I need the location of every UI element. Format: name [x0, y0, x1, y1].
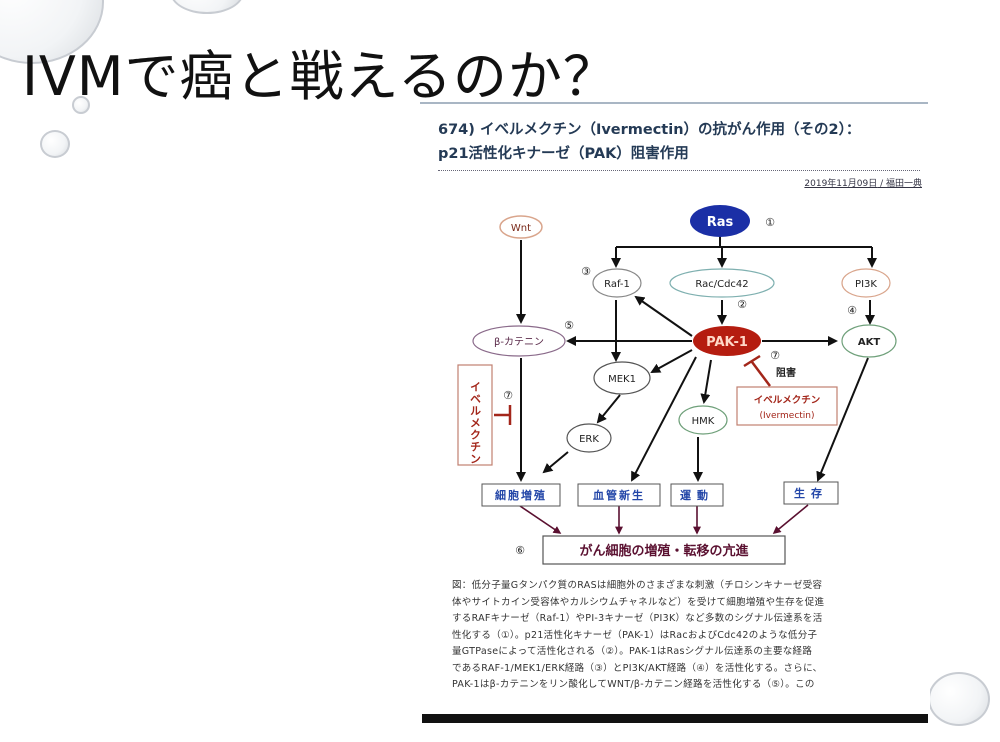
article-title: 674) イベルメクチン（Ivermectin）の抗がん作用（その2）： p21…: [438, 118, 918, 166]
caption-line: するRAFキナーゼ（Raf-1）やPI-3キナーゼ（PI3K）など多数のシグナル…: [452, 613, 823, 624]
pak-signaling-diagram: Ras Wnt Raf-1 Rac/Cdc42 PI3K β-カテニン PAK-…: [457, 205, 897, 565]
outcome-proliferation: 細胞増殖: [495, 488, 547, 502]
arrow-mek1-erk: [596, 394, 621, 424]
node-label: Ras: [707, 215, 734, 230]
arrow-pak1-hmk: [700, 359, 712, 404]
final-outcome-label: がん細胞の増殖・転移の亢進: [579, 543, 748, 559]
arrow-pak1-raf1: [634, 295, 693, 337]
caption-line: 量GTPaseによって活性化される（②）。PAK-1はRasシグナル伝達系の主要…: [452, 646, 813, 657]
article-date[interactable]: 2019年11月09日: [804, 179, 878, 189]
node-label: MEK1: [608, 374, 636, 385]
inhibit-label: 阻害: [776, 366, 796, 379]
marker-2: ②: [737, 298, 747, 311]
figure-caption: 図：低分子量Gタンパク質のRASは細胞外のさまざまな刺激（チロシンキナーゼ受容 …: [452, 578, 912, 694]
arrow-pak1-mek1: [650, 349, 693, 373]
ivermectin-label-en: (Ivermectin): [759, 411, 814, 421]
article-author[interactable]: 福田一典: [885, 179, 922, 189]
article-screenshot: [420, 100, 930, 720]
article-title-line: p21活性化キナーゼ（PAK）阻害作用: [438, 146, 689, 162]
ivermectin-vertical-label: イベルメクチン: [469, 381, 482, 465]
node-label: Raf-1: [604, 279, 630, 290]
node-label: PI3K: [855, 279, 877, 290]
marker-6: ⑥: [515, 544, 525, 557]
arrow-akt-survival: [816, 357, 869, 482]
inhibition-marks: [494, 354, 771, 425]
decorative-bubble: [170, 0, 244, 14]
article-title-line: 674) イベルメクチン（Ivermectin）の抗がん作用（その2）：: [438, 122, 861, 138]
ivermectin-label: イベルメクチン: [754, 395, 821, 406]
marker-1: ①: [765, 216, 775, 229]
decorative-bubble: [928, 672, 990, 726]
arrows: [516, 236, 877, 482]
outcome-boxes: 細胞増殖 血管新生 運動 生存: [481, 481, 839, 507]
node-hmk: HMK: [678, 405, 728, 435]
node-raf1: Raf-1: [592, 268, 642, 298]
divider: [420, 102, 928, 104]
node-pi3k: PI3K: [841, 268, 891, 298]
bottom-bar: [422, 714, 928, 723]
inhibit-pak1: [743, 354, 771, 387]
marker-7: ⑦: [770, 349, 780, 362]
ivermectin-vertical-box: イベルメクチン: [457, 364, 493, 466]
marker-7: ⑦: [503, 389, 513, 402]
outcome-angiogenesis: 血管新生: [593, 488, 645, 502]
outcome-motility: 運動: [680, 488, 714, 502]
step-markers: ① ③ ② ④ ⑤ ⑦ ⑦ ⑥: [503, 216, 857, 557]
caption-line: であるRAF-1/MEK1/ERK経路（③）とPI3K/AKT経路（④）を活性化…: [452, 662, 823, 674]
inhibit-catenin: [494, 405, 512, 425]
node-label: PAK-1: [706, 335, 748, 350]
node-pak1: PAK-1: [693, 326, 761, 356]
marker-3: ③: [581, 265, 591, 278]
caption-line: PAK-1はβ-カテニンをリン酸化してWNT/β-カテニン経路を活性化する（⑤）…: [452, 679, 815, 690]
slide-title: IVMで癌と戦えるのか？: [22, 45, 618, 108]
node-erk: ERK: [566, 423, 612, 453]
outcome-arrows: [519, 504, 809, 535]
caption-line: 性化する（①）。p21活性化キナーゼ（PAK-1）はRacおよびCdc42のよう…: [452, 629, 818, 641]
node-label: Wnt: [511, 223, 531, 234]
node-label: AKT: [858, 337, 880, 348]
node-ras: Ras: [690, 205, 750, 237]
node-wnt: Wnt: [499, 215, 543, 239]
node-mek1: MEK1: [593, 361, 651, 395]
marker-5: ⑤: [564, 319, 574, 332]
node-label: HMK: [692, 416, 715, 427]
outcome-survival: 生存: [794, 486, 828, 500]
article-meta: 2019年11月09日 / 福田一典: [804, 179, 922, 189]
arrow-erk-proliferation: [542, 451, 569, 474]
arrow-pak1-angiogenesis: [631, 356, 697, 482]
caption-line: 体やサイトカイン受容体やカルシウムチャネルなど）を受けて細胞増殖や生存を促進: [452, 596, 825, 608]
node-label: Rac/Cdc42: [695, 279, 748, 290]
node-label: ERK: [579, 434, 599, 445]
decorative-bubble: [40, 130, 70, 158]
final-outcome-box: がん細胞の増殖・転移の亢進: [542, 535, 786, 565]
node-akt: AKT: [841, 324, 897, 358]
dotted-divider: [438, 170, 920, 171]
node-rac-cdc42: Rac/Cdc42: [669, 268, 775, 298]
node-label: β-カテニン: [494, 336, 544, 348]
node-beta-catenin: β-カテニン: [472, 325, 566, 357]
ivermectin-box: イベルメクチン (Ivermectin): [736, 386, 838, 426]
caption-line: 図：低分子量Gタンパク質のRASは細胞外のさまざまな刺激（チロシンキナーゼ受容: [452, 580, 823, 591]
decorative-bubble: [72, 96, 90, 114]
marker-4: ④: [847, 304, 857, 317]
